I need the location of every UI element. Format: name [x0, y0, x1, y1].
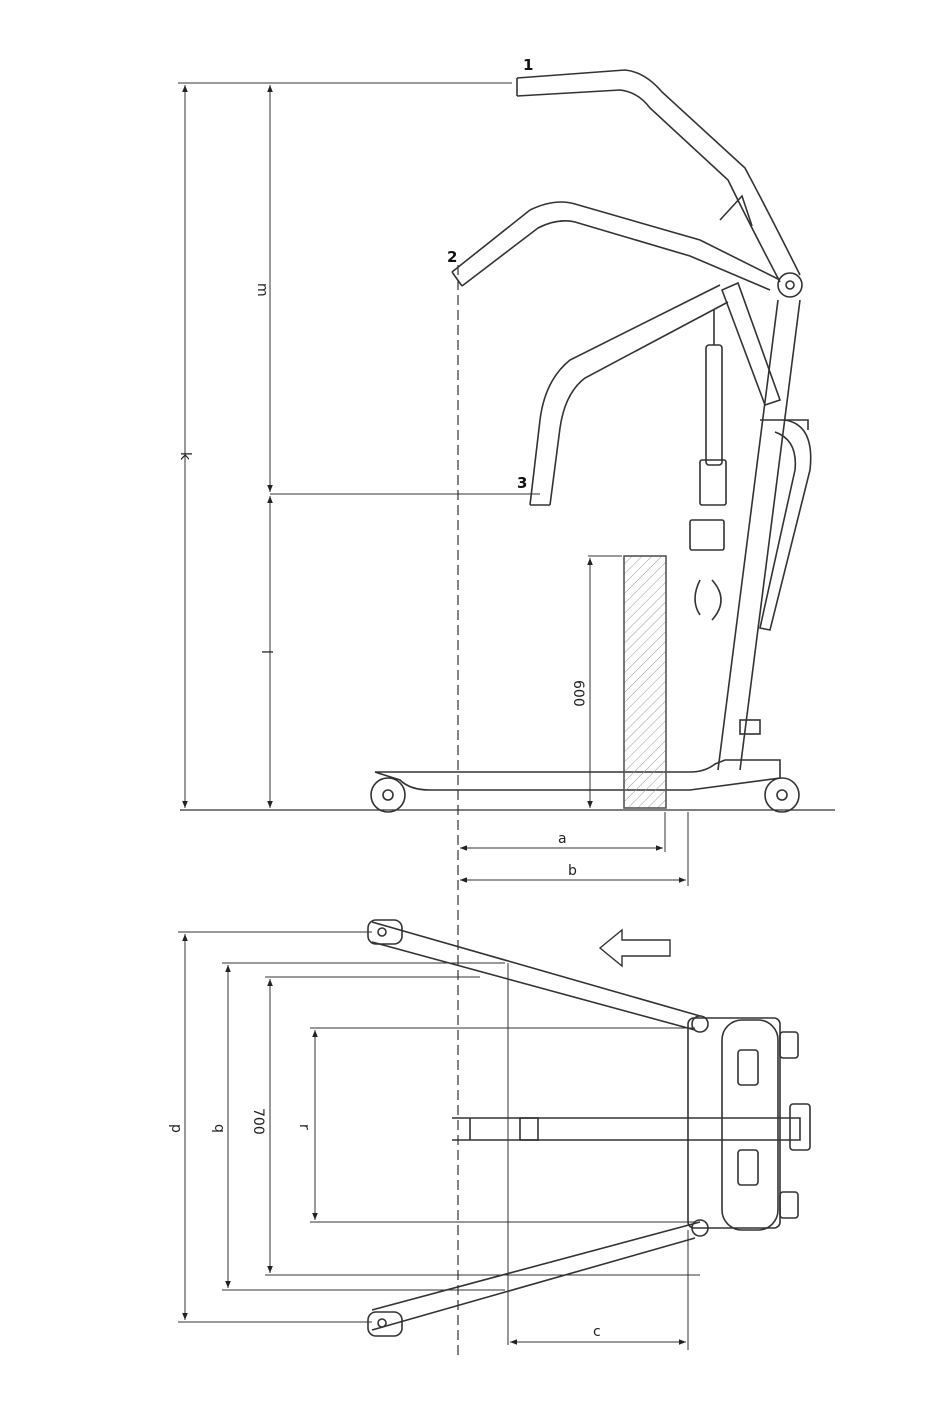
- label-dim-b: b: [568, 863, 577, 879]
- direction-arrow-icon: [600, 930, 670, 966]
- pivot-joint: [778, 273, 802, 297]
- label-dim-k: k: [177, 452, 193, 461]
- top-view-dimensions: [178, 932, 700, 1350]
- label-dim-r: r: [296, 1124, 312, 1130]
- base-leg-lower: [368, 1220, 708, 1336]
- center-beam: [452, 1118, 800, 1140]
- boom-arm: [517, 70, 800, 282]
- label-point-3: 3: [517, 474, 527, 492]
- base-chassis: [371, 720, 799, 812]
- link-rod: [722, 283, 780, 405]
- hook: [695, 580, 721, 620]
- spreader-bar: [452, 202, 780, 290]
- labels: 1 2 3 k m l 600 a b p q 700 r c: [168, 56, 601, 1340]
- label-dim-p: p: [168, 1124, 184, 1133]
- bed-obstacle: [624, 556, 666, 808]
- top-view: [368, 920, 810, 1336]
- label-dim-c: c: [593, 1324, 601, 1340]
- label-dim-m: m: [254, 283, 270, 297]
- label-point-2: 2: [447, 248, 457, 266]
- label-dim-a: a: [558, 831, 567, 847]
- base-leg-upper: [368, 920, 708, 1032]
- actuator: [690, 310, 726, 550]
- push-handle: [760, 420, 811, 630]
- label-dim-q: q: [211, 1124, 227, 1133]
- side-view-dimensions: [178, 83, 688, 886]
- label-dim-700: 700: [250, 1108, 266, 1135]
- label-dim-l: l: [258, 650, 274, 654]
- label-point-1: 1: [523, 56, 533, 74]
- lower-arm: [530, 285, 728, 505]
- chassis-top: [688, 1018, 810, 1230]
- label-dim-600: 600: [570, 680, 586, 707]
